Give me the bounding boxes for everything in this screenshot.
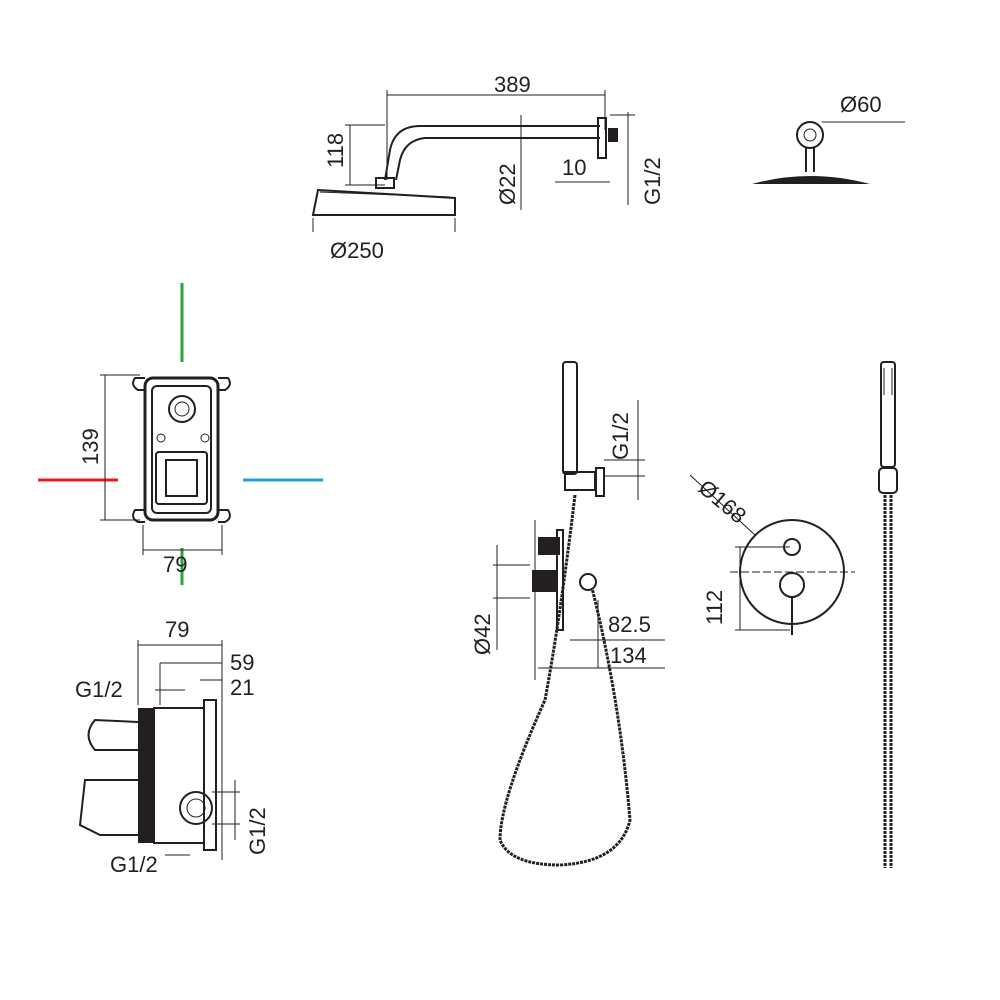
dim-arm-length: 389 bbox=[494, 72, 531, 97]
dim-side-thread-right: G1/2 bbox=[245, 807, 270, 855]
dim-hand-dist-1: 82.5 bbox=[608, 612, 651, 637]
dim-side-thread-top: G1/2 bbox=[75, 677, 123, 702]
dim-side-depth-2: 21 bbox=[230, 675, 254, 700]
dim-side-depth-1: 59 bbox=[230, 650, 254, 675]
dim-side-width: 79 bbox=[165, 617, 189, 642]
mixer-box-side-view: 79 59 21 G1/2 G1/2 G1/2 bbox=[75, 617, 270, 877]
hand-shower-side-view: G1/2 Ø42 82.5 134 bbox=[470, 361, 665, 867]
dim-box-height: 139 bbox=[78, 428, 103, 465]
dim-hand-thread: G1/2 bbox=[608, 412, 633, 460]
dim-plate-spacing: 112 bbox=[702, 590, 727, 625]
dim-plate-dia: Ø168 bbox=[694, 475, 751, 529]
mixer-box-front-view: 139 79 bbox=[38, 283, 323, 585]
control-plate-front-view: Ø168 112 bbox=[689, 474, 855, 635]
dim-hand-dist-2: 134 bbox=[610, 643, 647, 668]
dim-box-width: 79 bbox=[163, 552, 187, 577]
dim-pipe-dia: Ø22 bbox=[495, 163, 520, 205]
dim-flange: 10 bbox=[562, 155, 586, 180]
dim-head-small-dia: Ø60 bbox=[840, 92, 882, 117]
dim-head-dia: Ø250 bbox=[330, 238, 384, 263]
shower-head-front-view: Ø60 bbox=[752, 92, 905, 184]
dim-side-thread-bottom: G1/2 bbox=[110, 852, 158, 877]
dim-hand-dia: Ø42 bbox=[470, 613, 495, 655]
hand-shower-front-view bbox=[878, 361, 898, 868]
dim-arm-thread: G1/2 bbox=[640, 157, 665, 205]
dim-arm-height: 118 bbox=[323, 133, 348, 168]
shower-arm-side-view: 389 118 Ø22 10 G1/2 Ø250 bbox=[311, 72, 665, 263]
